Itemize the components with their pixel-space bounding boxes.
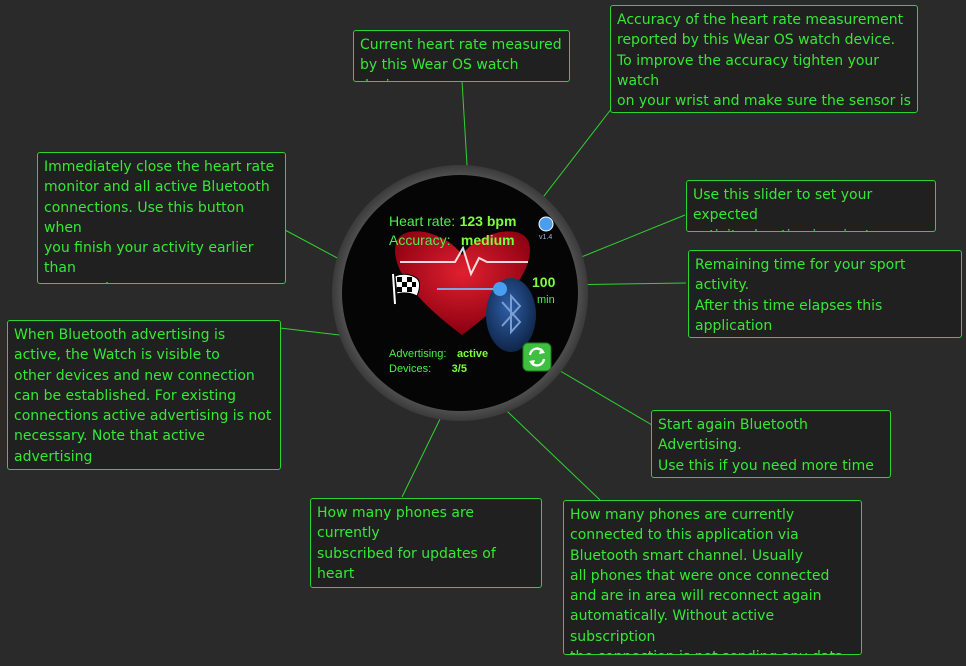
duration-value: 100 [532,274,556,290]
callout-finish: Immediately close the heart rate monitor… [37,152,286,284]
duration-slider[interactable] [432,279,508,299]
duration-unit: min [537,294,555,306]
callout-subscribed: How many phones are currently subscribed… [310,498,542,588]
advertising-label: Advertising: [389,348,447,360]
restart-advertising-button [522,342,552,372]
connector-restart [544,361,653,426]
callout-slider: Use this slider to set your expected act… [686,180,936,232]
advertising-row: Advertising: active [389,344,488,362]
callout-connected: How many phones are currently connected … [563,500,862,655]
callout-advertising: When Bluetooth advertising is active, th… [7,320,281,470]
accuracy-row: Accuracy: medium [389,232,515,250]
callout-remaining: Remaining time for your sport activity. … [688,250,962,338]
devices-row: Devices: 3/5 [389,359,467,377]
heart-rate-label: Heart rate: [389,213,456,229]
accuracy-value: medium [460,232,515,248]
duration-slider-thumb [493,282,507,296]
callout-heart-rate: Current heart rate measured by this Wear… [353,30,570,82]
heart-rate-row: Heart rate: 123 bpm [389,213,516,231]
ecg-icon [400,245,528,277]
restart-advertising-hit[interactable] [521,341,553,373]
finish-button[interactable] [386,270,422,306]
heart-icon [395,231,530,335]
finish-flag-icon [392,273,421,305]
devices-value: 3/5 [451,363,467,375]
heart-rate-value: 123 bpm [459,213,517,229]
info-icon [538,216,554,232]
version-label: v1.4 [539,234,553,241]
callout-accuracy: Accuracy of the heart rate measurement r… [610,5,918,113]
callout-restart: Start again Bluetooth Advertising. Use t… [651,410,891,478]
accuracy-label: Accuracy: [389,232,451,248]
advertising-value: active [456,348,489,360]
devices-label: Devices: [389,363,432,375]
